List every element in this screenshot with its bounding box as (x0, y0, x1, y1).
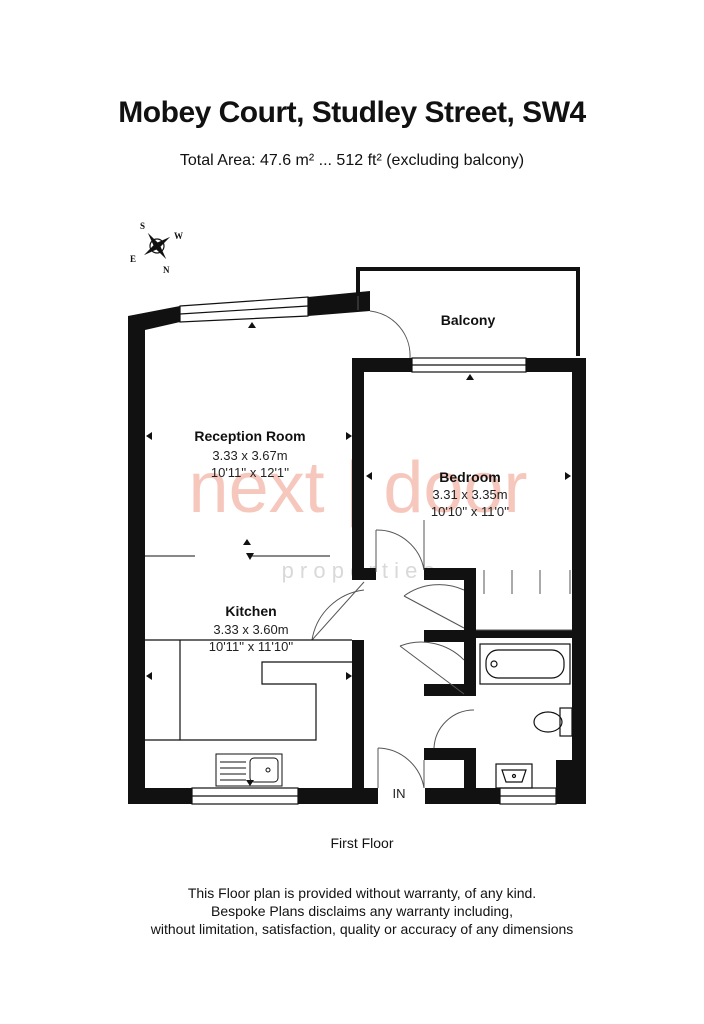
kitchen-label: Kitchen (225, 603, 276, 619)
balcony-label: Balcony (441, 312, 496, 328)
room-reception: Reception Room 3.33 x 3.67m 10'11'' x 12… (194, 428, 305, 480)
entrance-label: IN (393, 786, 406, 801)
room-balcony: Balcony (441, 312, 496, 328)
compass-icon: S W E N (130, 221, 183, 275)
floor-label: First Floor (330, 835, 394, 851)
reception-label: Reception Room (194, 428, 305, 444)
balcony-outline (356, 267, 580, 356)
bath-icon (479, 643, 571, 685)
sink-icon (215, 753, 283, 787)
disclaimer: This Floor plan is provided without warr… (0, 884, 704, 938)
disclaimer-line: Bespoke Plans disclaims any warranty inc… (211, 903, 513, 919)
page-title: Mobey Court, Studley Street, SW4 (118, 96, 586, 129)
basin-icon (495, 763, 533, 789)
bedroom-imperial: 10'10'' x 11'0'' (431, 504, 509, 519)
kitchen-imperial: 10'11'' x 11'10'' (209, 639, 294, 654)
compass-e: E (130, 254, 136, 264)
total-area-subtitle: Total Area: 47.6 m² ... 512 ft² (excludi… (179, 152, 525, 169)
kitchen-counter (145, 639, 352, 741)
room-bedroom: Bedroom 3.31 x 3.35m 10'10'' x 11'0'' (431, 469, 509, 519)
room-kitchen: Kitchen 3.33 x 3.60m 10'11'' x 11'10'' (209, 603, 294, 654)
windows (179, 296, 557, 805)
bedroom-label: Bedroom (439, 469, 500, 485)
disclaimer-line: This Floor plan is provided without warr… (187, 885, 537, 901)
interior-walls (352, 358, 586, 804)
compass-n: N (163, 265, 170, 275)
reception-imperial: 10'11'' x 12'1'' (211, 465, 289, 480)
bedroom-metric: 3.31 x 3.35m (432, 487, 507, 502)
compass-w: W (174, 231, 183, 241)
kitchen-metric: 3.33 x 3.60m (213, 622, 288, 637)
toilet-icon (533, 707, 573, 737)
disclaimer-line: without limitation, satisfaction, qualit… (150, 921, 574, 937)
reception-metric: 3.33 x 3.67m (212, 448, 287, 463)
dimension-arrows (146, 322, 571, 786)
compass-s: S (140, 221, 145, 231)
door-swings (311, 296, 572, 789)
